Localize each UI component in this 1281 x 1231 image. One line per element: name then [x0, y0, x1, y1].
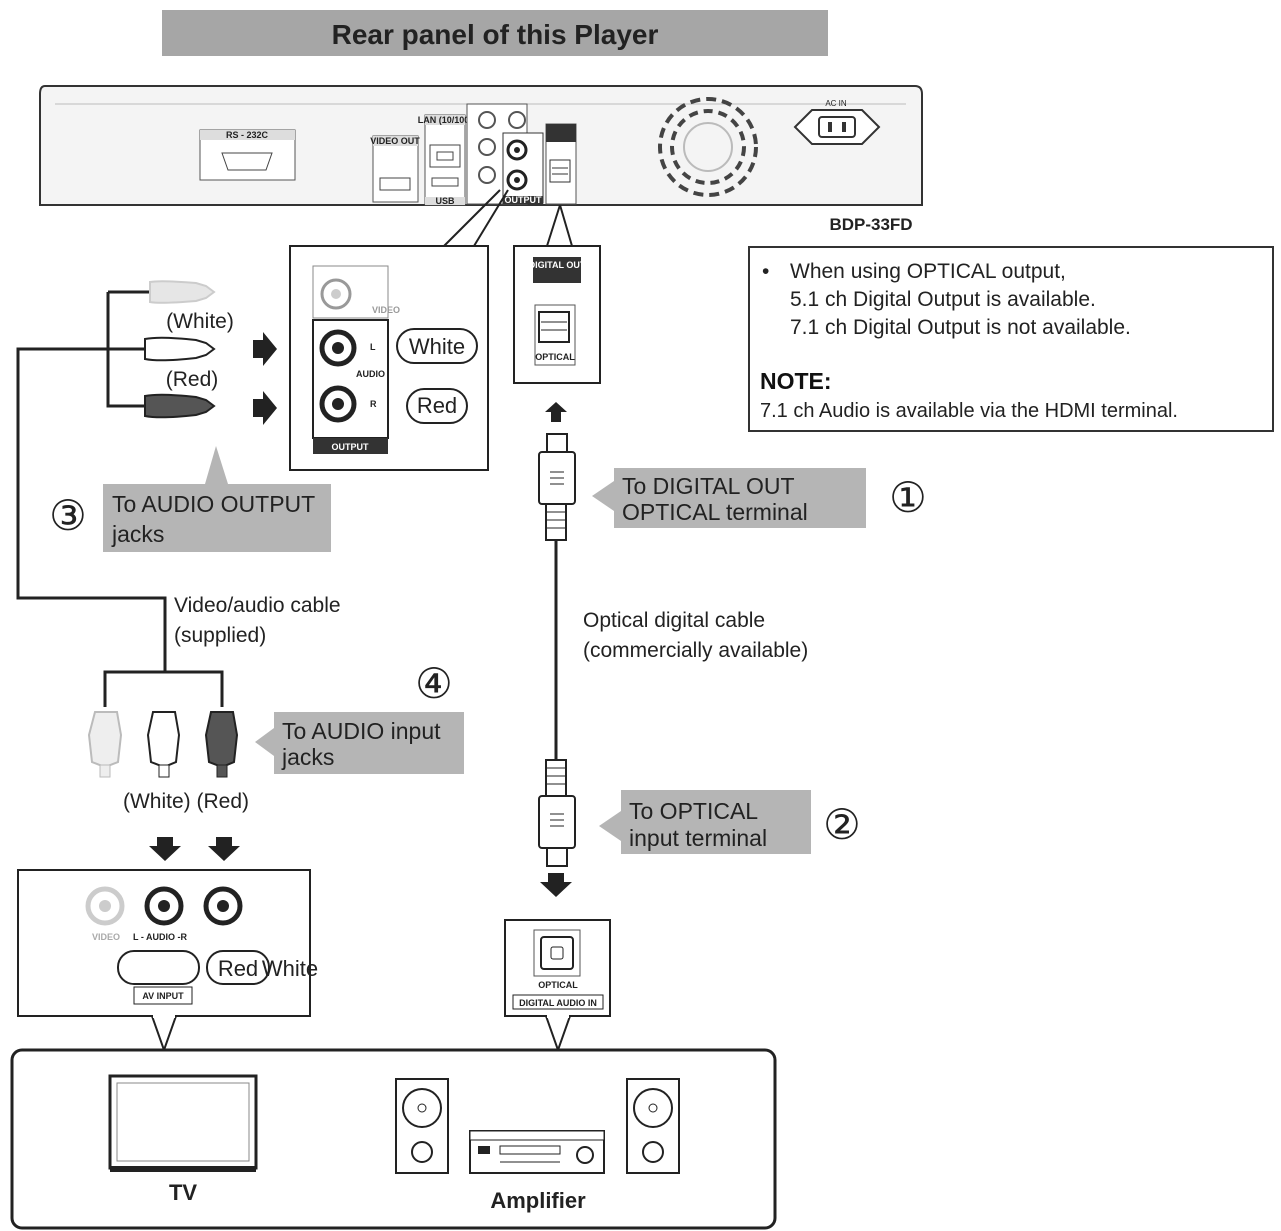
step3-number: ③ [49, 492, 87, 539]
red-tag-label: Red [417, 393, 457, 418]
zoom-digital-out-panel: DIGITAL OUT OPTICAL [513, 204, 601, 384]
amplifier-label: Amplifier [490, 1188, 586, 1213]
note-line-3: 7.1 ch Digital Output is not available. [790, 316, 1131, 339]
player-output-label: OUTPUT [505, 195, 543, 205]
video-audio-cable-label: Video/audio cable [174, 594, 341, 617]
down-arrow-icon [540, 873, 572, 897]
ac-in-label: AC IN [825, 99, 847, 108]
tv-white-tag: White [262, 956, 318, 981]
white-paren-label: (White) [166, 310, 234, 333]
rca-plugs-top [106, 280, 216, 419]
model-label: BDP-33FD [829, 215, 912, 234]
amp-input-panel: OPTICAL DIGITAL AUDIO IN [504, 919, 611, 1054]
ac-in-socket: AC IN [793, 99, 881, 145]
step4-callout: To AUDIO input jacks ④ [255, 660, 464, 774]
zoom-audio-label: AUDIO [356, 369, 385, 379]
note-line-2: 5.1 ch Digital Output is available. [790, 288, 1096, 311]
devices-box: TV Amplifier [10, 1048, 777, 1230]
step1-text-1: To DIGITAL OUT [622, 473, 795, 499]
white-tag [396, 328, 478, 364]
tv-input-panel: VIDEO L - AUDIO -R Red White AV INPUT [17, 869, 318, 1054]
tv-audio-lr-label: L - AUDIO -R [133, 932, 187, 942]
tv-red-tag: Red [218, 956, 258, 981]
video-plug-bottom [87, 711, 123, 769]
speaker-icon [395, 1078, 449, 1174]
red-paren-label: (Red) [166, 368, 219, 391]
note-line-4: 7.1 ch Audio is available via the HDMI t… [760, 400, 1178, 422]
optical-cable-availability: (commercially available) [583, 639, 808, 662]
up-arrow-icon [545, 402, 567, 422]
white-tag-label: White [409, 334, 465, 359]
note-box: • When using OPTICAL output, 5.1 ch Digi… [748, 246, 1274, 432]
step2-text-2: input terminal [629, 825, 767, 851]
rs232c-label: RS - 232C [226, 130, 269, 140]
white-plug-bottom [146, 711, 181, 769]
speaker-icon [626, 1078, 680, 1174]
lan-label: LAN (10/100) [418, 115, 473, 125]
video-audio-cable-supplied: (supplied) [174, 624, 266, 647]
red-tag [406, 388, 468, 424]
red-plug-top [144, 393, 216, 419]
step4-number: ④ [415, 660, 453, 707]
right-arrow-icon [253, 332, 277, 425]
step3-callout: To AUDIO OUTPUT jacks ③ [49, 446, 331, 552]
zoom-output-label: OUTPUT [332, 442, 370, 452]
amplifier-icon [469, 1130, 605, 1174]
tv-icon [108, 1074, 258, 1172]
red-plug-bottom [204, 711, 239, 769]
zoom-r-label: R [370, 399, 377, 409]
zoom-video-label: VIDEO [372, 305, 400, 315]
step2-callout: To OPTICAL input terminal ② [599, 790, 861, 854]
zoom-audio-output-panel: VIDEO L AUDIO R OUTPUT White Red [289, 245, 489, 471]
av-input-label: AV INPUT [142, 991, 184, 1001]
step2-text-1: To OPTICAL [629, 798, 758, 824]
step4-text-2: jacks [281, 744, 334, 770]
step3-text-2: jacks [111, 521, 164, 547]
usb-label: USB [435, 196, 455, 206]
step1-number: ① [889, 474, 927, 521]
step4-text-1: To AUDIO input [282, 718, 441, 744]
title-bar [162, 10, 828, 56]
note-heading: NOTE: [760, 368, 832, 394]
step2-number: ② [823, 801, 861, 848]
white-red-bottom-label: (White) (Red) [123, 790, 249, 813]
video-plug-top [149, 280, 216, 304]
white-plug-top [144, 336, 216, 362]
tv-video-label: VIDEO [92, 932, 120, 942]
step1-text-2: OPTICAL terminal [622, 499, 808, 525]
tv-label: TV [169, 1180, 197, 1205]
diagram-title: Rear panel of this Player [332, 19, 659, 50]
down-arrow-icon [149, 837, 240, 861]
note-bullet-text: When using OPTICAL output, [790, 260, 1066, 283]
optical-cable-label: Optical digital cable [583, 609, 765, 632]
zoom-optical-label: OPTICAL [535, 352, 575, 362]
zoom-l-label: L [370, 342, 376, 352]
video-out-label: VIDEO OUT [370, 136, 420, 146]
rca-plugs-bottom [87, 670, 239, 778]
optical-cable [538, 402, 576, 897]
step3-text-1: To AUDIO OUTPUT [112, 491, 315, 517]
digital-audio-in-label: DIGITAL AUDIO IN [519, 998, 597, 1008]
video-audio-cable [16, 347, 167, 672]
amp-optical-label: OPTICAL [538, 980, 578, 990]
note-bullet-marker: • [762, 260, 770, 283]
zoom-digital-out-label: DIGITAL OUT [529, 260, 586, 270]
fan-vent-icon [658, 97, 758, 197]
step1-callout: To DIGITAL OUT OPTICAL terminal ① [592, 468, 927, 528]
player-rear-panel: RS - 232C VIDEO OUT LAN (10/100) USB OUT… [39, 85, 923, 206]
